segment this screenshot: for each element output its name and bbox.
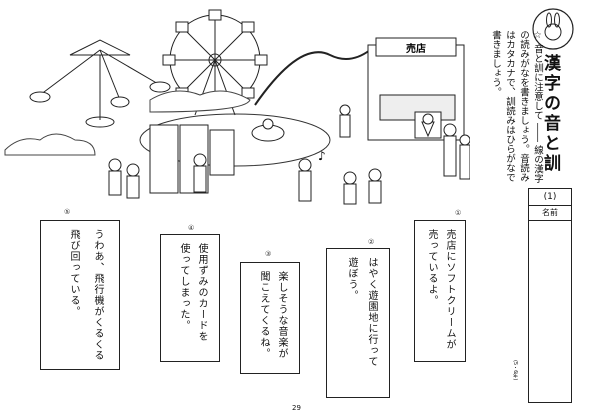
ice-cream-sign — [414, 111, 442, 139]
question-box-1: 売店にソフトクリームが 売っているよ。 — [414, 220, 466, 362]
question-number-4: ④ — [188, 224, 195, 232]
bush — [4, 133, 96, 156]
bush — [149, 90, 251, 113]
rabbit-badge-icon — [532, 8, 574, 50]
question-2-line1: はやく遊園地に行って — [366, 257, 377, 367]
music-note-icon: ♪ — [318, 149, 326, 163]
question-4-line1: 使用ずみのカードを — [196, 243, 207, 342]
question-number-2: ② — [368, 238, 375, 246]
question-number-3: ③ — [265, 250, 272, 258]
question-box-2: はやく遊園地に行って 遊ぼう。 — [326, 248, 390, 398]
question-1-line1: 売店にソフトクリームが — [444, 229, 455, 350]
page-title: 漢字の音と訓 — [540, 54, 560, 174]
question-3-line2: 聞こえてくるね。 — [258, 271, 269, 359]
instructions: ☆ 音と訓に注意して ―― 線の漢字の読みがなを書きましょう。音読みはカタカナで… — [490, 30, 543, 184]
question-2-line2: 遊ぼう。 — [346, 257, 357, 301]
grade-note: (5・6年) — [512, 360, 518, 381]
question-3-line1: 楽しそうな音楽が — [276, 271, 287, 359]
unit-label: (1) — [528, 188, 572, 206]
flying-carousel — [29, 39, 171, 128]
vending-machines — [149, 124, 235, 194]
question-1-line2: 売っているよ。 — [426, 229, 437, 306]
roller-coaster — [254, 49, 371, 106]
question-number-1: ① — [455, 209, 462, 217]
question-box-3: 楽しそうな音楽が 聞こえてくるね。 — [240, 262, 300, 374]
question-5-line1: うわあ、飛行機がくるくる — [92, 229, 103, 361]
question-box-4: 使用ずみのカードを 使ってしまった。 — [160, 234, 220, 362]
name-label: 名前 — [529, 206, 571, 221]
question-4-line2: 使ってしまった。 — [178, 243, 189, 331]
name-field[interactable]: 名前 — [528, 205, 572, 403]
amusement-park-illustration: 売店 ♪ — [4, 9, 470, 205]
question-number-5: ⑤ — [64, 208, 71, 216]
go-kart — [251, 118, 285, 142]
question-box-5: うわあ、飛行機がくるくる 飛び回っている。 — [40, 220, 120, 370]
people — [108, 104, 470, 205]
page-number: 29 — [292, 404, 301, 412]
question-5-line2: 飛び回っている。 — [68, 229, 79, 317]
store-sign-text: 売店 — [406, 42, 426, 55]
